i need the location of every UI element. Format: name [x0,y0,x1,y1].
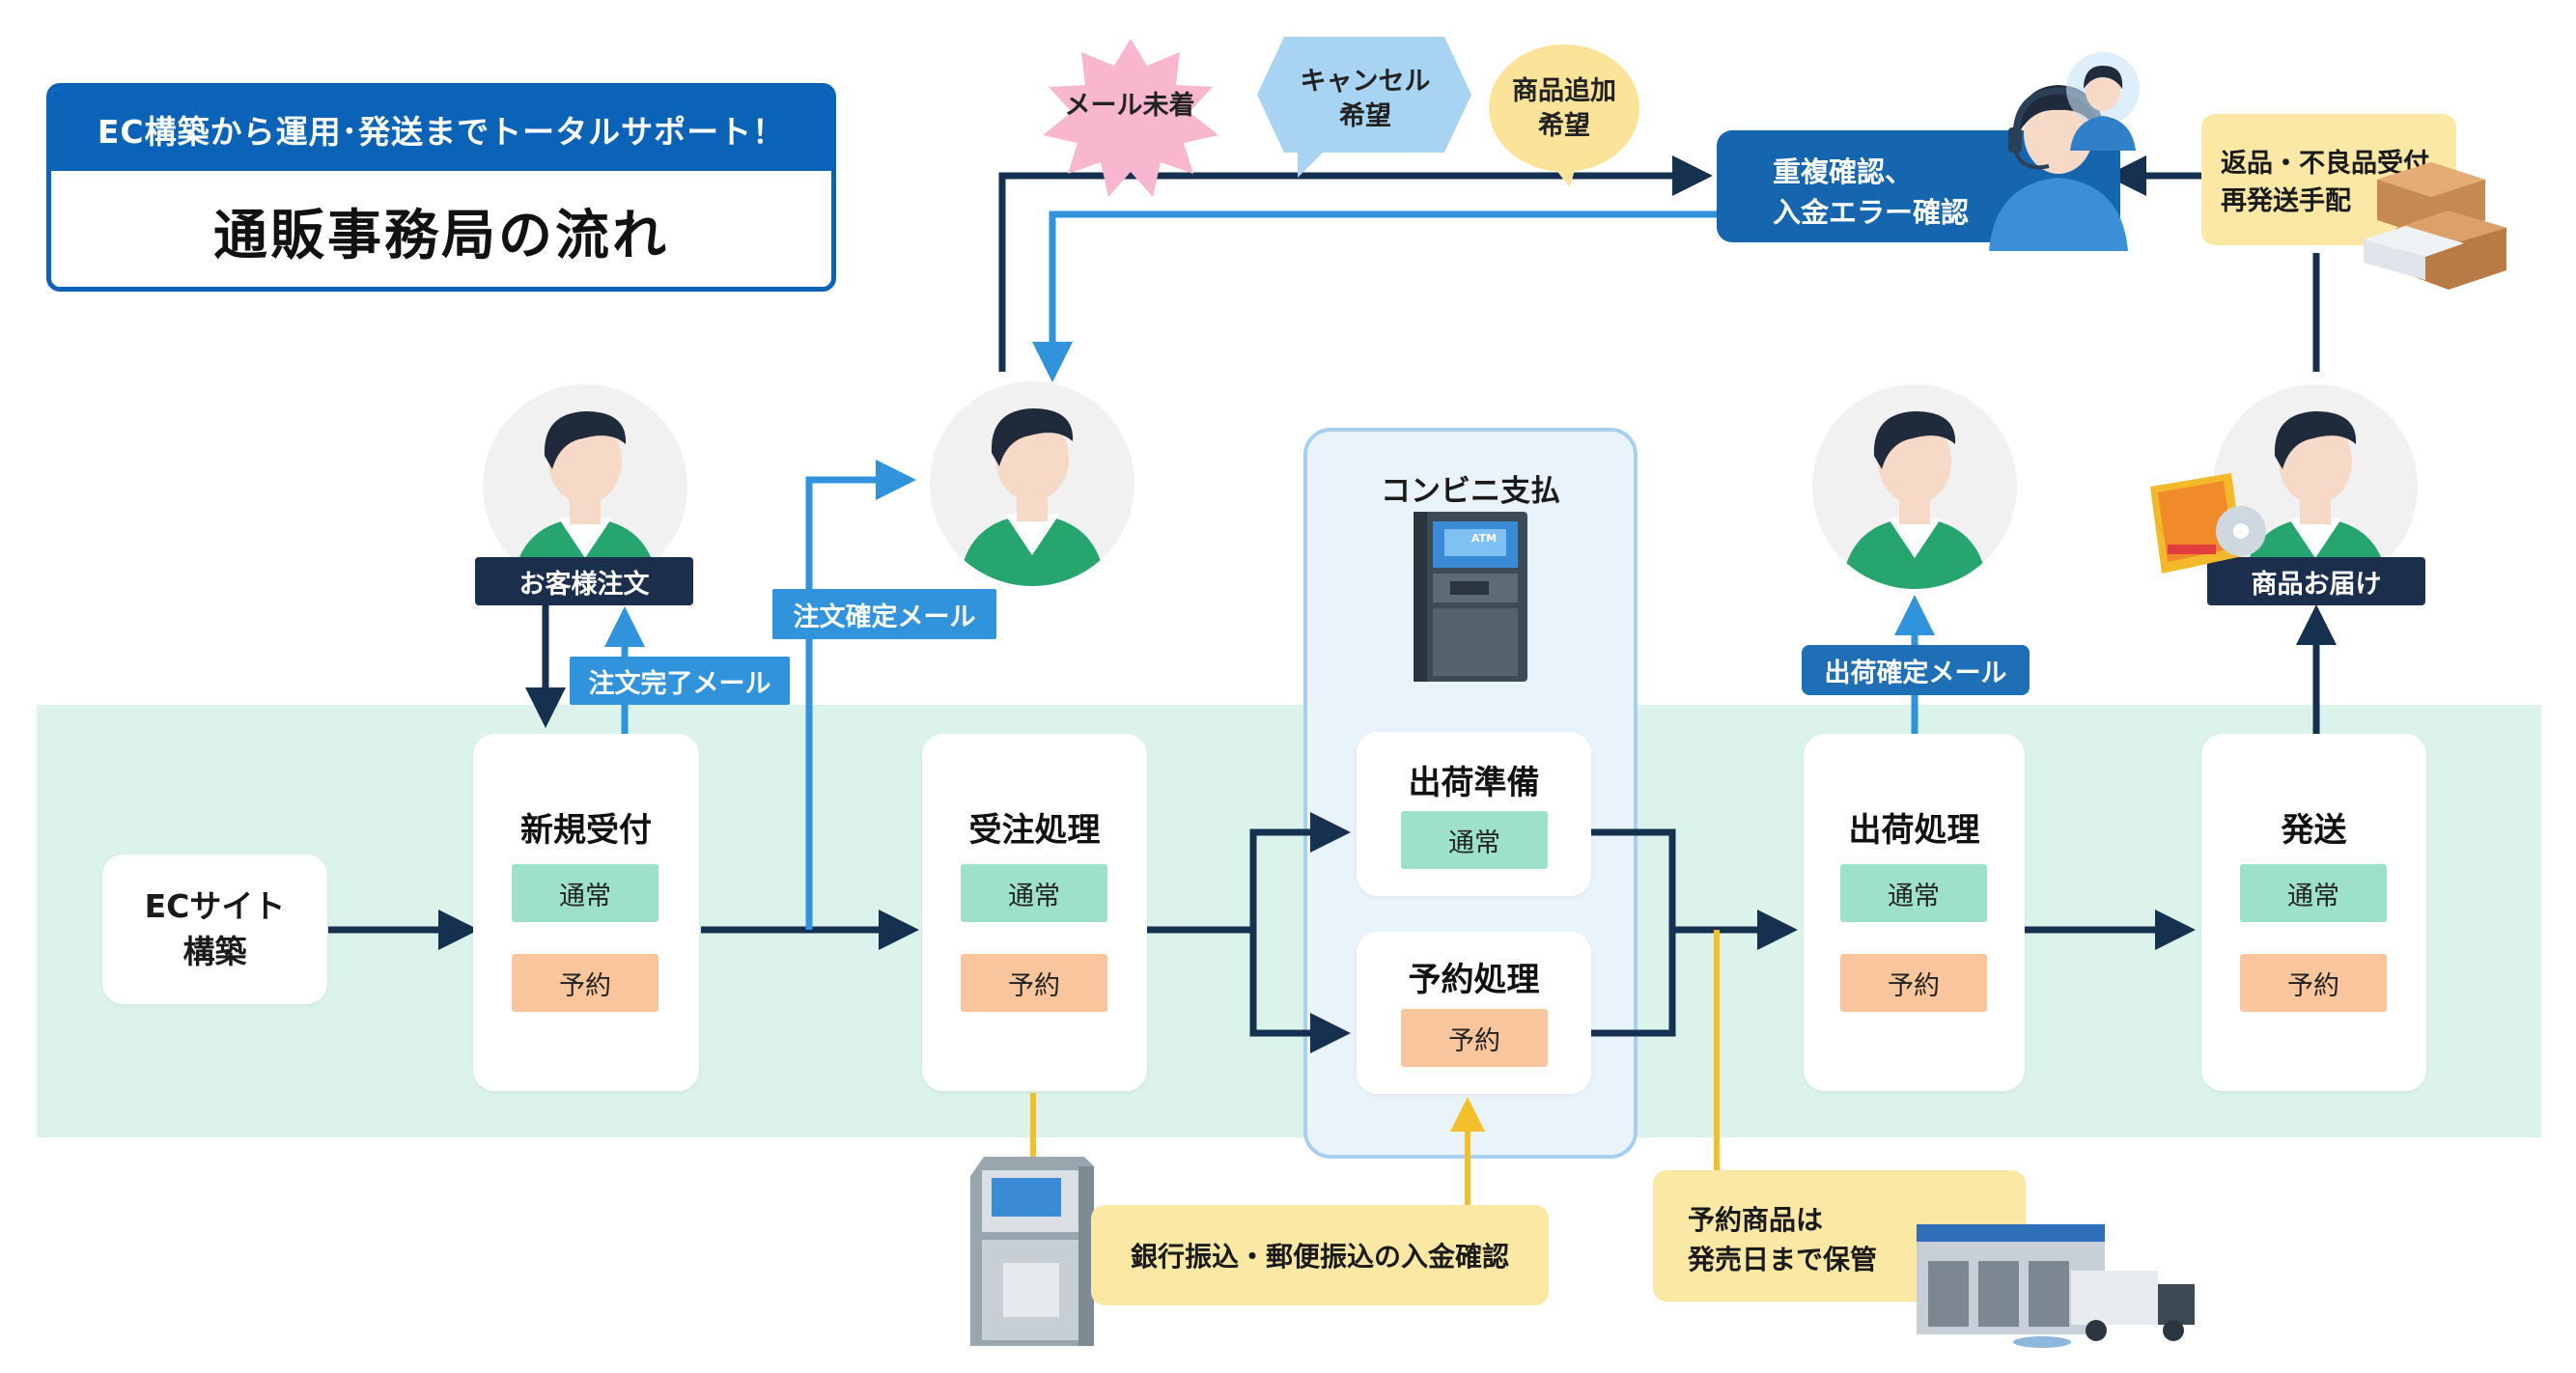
note-bank-payment: 銀行振込・郵便振込の入金確認 [1091,1205,1549,1305]
arrow-to-reserve [1249,930,1351,1053]
cancel-line1: キャンセル [1300,66,1431,97]
chip-normal: 通常 [2240,864,2387,922]
arrow-to-ship-prep [1147,812,1351,934]
label-order-complete-mail: 注文完了メール [570,657,790,705]
bubble-text-cancel: キャンセル 希望 [1271,56,1460,143]
atm-icon [970,1157,1094,1346]
stage-order-processing: 受注処理 通常 予約 [922,734,1147,1091]
arrow-to-duplicate-check [998,155,1713,372]
package-box-icon [2364,154,2510,290]
label-product-delivery: 商品お届け [2207,557,2425,605]
storage-line1: 予約商品は [1688,1204,1824,1236]
chip-normal: 通常 [1401,811,1548,869]
returns-line1: 返品・不良品受付 [2221,149,2429,179]
stage-reserve-processing: 予約処理 予約 [1357,932,1591,1094]
label-customer-order: お客様注文 [475,557,693,605]
stage-title: 受注処理 [968,811,1101,850]
chip-reserve: 予約 [1401,1009,1548,1067]
duplicate-line2: 入金エラー確認 [1773,196,1970,230]
stage-ship-prep: 出荷準備 通常 [1357,732,1591,896]
ec-site-line1: ECサイト [144,887,286,926]
chip-reserve: 予約 [961,954,1107,1012]
stage-title: 新規受付 [520,811,652,850]
chip-normal: 通常 [512,864,658,922]
title-box: EC構築から運用･発送までトータルサポート！ 通販事務局の流れ [46,83,836,292]
atm-icon: ATM [1412,502,1537,682]
convenience-title: コンビニ支払 [1381,474,1560,509]
label-order-confirm-mail: 注文確定メール [772,589,996,639]
bubble-mail-not-arrived [1043,39,1218,197]
bubble-text-mail-not-arrived: メール未着 [1064,90,1195,121]
duplicate-line1: 重複確認、 [1773,155,1914,188]
stage-ship-processing: 出荷処理 通常 予約 [1804,734,2025,1091]
label-shipping-confirm-mail: 出荷確定メール [1802,645,2030,695]
chip-reserve: 予約 [512,954,658,1012]
stage-new-order: 新規受付 通常 予約 [473,734,699,1091]
arrow-confirm-mail [805,460,916,930]
page-title: 通販事務局の流れ [213,205,669,267]
chip-reserve: 予約 [1840,954,1987,1012]
bubble-cancel [1257,37,1471,178]
ec-site-line2: 構築 [182,932,247,970]
ec-site-card: ECサイト 構築 [102,855,327,1004]
headset-icon [2064,50,2140,151]
stage-title: 予約処理 [1408,961,1540,999]
stage-delivery: 発送 通常 予約 [2201,734,2426,1091]
warehouse-truck-icon [1917,1224,2197,1350]
chip-reserve: 予約 [2240,954,2387,1012]
person-avatar [930,381,1134,586]
person-avatar [1812,384,2017,589]
bubble-add-product [1489,44,1639,187]
cancel-line2: 希望 [1339,101,1391,131]
title-subtitle: EC構築から運用･発送までトータルサポート！ [51,88,831,171]
bubble-text-add-product: 商品追加 希望 [1493,66,1636,153]
join-bracket [1591,828,1676,1037]
stage-title: 出荷準備 [1408,764,1540,802]
returns-line2: 再発送手配 [2221,186,2351,217]
add-line2: 希望 [1538,111,1590,141]
person-avatar [2213,384,2418,589]
atm-screen-label: ATM [1471,532,1498,545]
chip-normal: 通常 [1840,864,1987,922]
dvd-book-icon [2148,473,2274,579]
stage-title: 発送 [2281,811,2347,850]
stage-title: 出荷処理 [1848,811,1980,850]
add-line1: 商品追加 [1512,75,1616,106]
chip-normal: 通常 [961,864,1107,922]
storage-line2: 発売日まで保管 [1688,1243,1878,1275]
arrow-back-to-customer [1032,210,1719,382]
